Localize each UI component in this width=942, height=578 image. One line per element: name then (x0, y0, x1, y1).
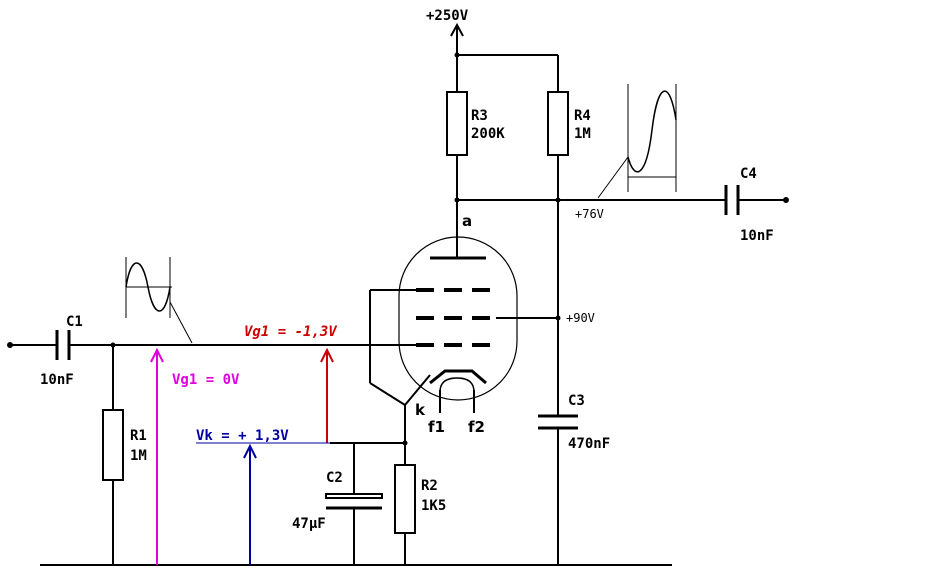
pin-f1-label: f1 (428, 418, 445, 436)
input-waveform (125, 257, 193, 344)
screen-voltage-label: +90V (566, 311, 595, 325)
pin-anode-label: a (462, 212, 472, 230)
r4-name: R4 (574, 108, 591, 124)
r1-name: R1 (130, 428, 147, 444)
capacitor-c3: C3 470nF (538, 393, 610, 452)
r2-value: 1K5 (421, 498, 446, 514)
r1-value: 1M (130, 448, 147, 464)
output-waveform (597, 84, 677, 199)
resistor-r1: R1 1M (102, 409, 147, 481)
capacitor-c4: C4 10nF (724, 166, 774, 244)
r4-value: 1M (574, 126, 591, 142)
c1-name: C1 (66, 314, 83, 330)
c1-value: 10nF (40, 372, 74, 388)
supply-voltage-label: +250V (426, 8, 469, 24)
r2-name: R2 (421, 478, 438, 494)
pin-f2-label: f2 (468, 418, 485, 436)
vk-measurement: Vk = + 1,3V (196, 428, 330, 565)
pin-cathode-label: k (415, 401, 426, 419)
c4-value: 10nF (740, 228, 774, 244)
vg1-grid-measurement: Vg1 = -1,3V (244, 324, 338, 443)
capacitor-c2: C2 47µF (292, 470, 383, 532)
vk-label: Vk = + 1,3V (196, 428, 289, 444)
resistor-r2: R2 1K5 (394, 464, 446, 534)
vg1-ground-label: Vg1 = 0V (172, 372, 240, 388)
vg1-grid-label: Vg1 = -1,3V (244, 324, 338, 340)
r3-name: R3 (471, 108, 488, 124)
resistor-r4: R4 1M (547, 91, 591, 156)
c2-value: 47µF (292, 516, 326, 532)
c3-value: 470nF (568, 436, 610, 452)
capacitor-c1: C1 10nF (40, 314, 83, 388)
pentode-tube: a k f1 f2 (398, 212, 518, 436)
resistor-r3: R3 200K (446, 91, 505, 156)
c2-name: C2 (326, 470, 343, 486)
r3-value: 200K (471, 126, 505, 142)
vg1-ground-measurement: Vg1 = 0V (150, 347, 240, 565)
anode-voltage-label: +76V (575, 207, 604, 221)
c4-name: C4 (740, 166, 757, 182)
junction-dots (7, 52, 789, 446)
c3-name: C3 (568, 393, 585, 409)
